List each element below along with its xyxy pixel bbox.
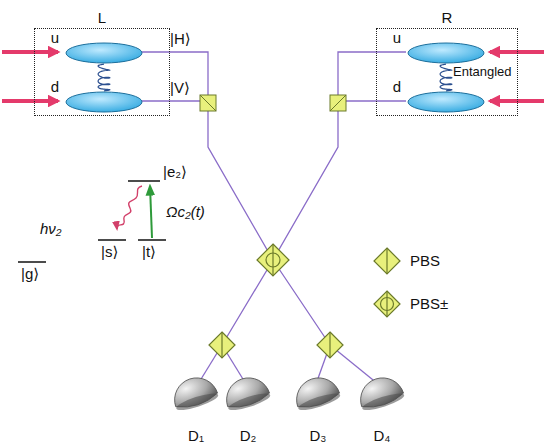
ensemble-shape [65, 91, 143, 113]
ensemble-shape [407, 42, 485, 64]
control-field-label: Ωc₂(t) [166, 203, 205, 220]
mode-label: d [393, 78, 401, 95]
ensemble-shape [65, 42, 143, 64]
atomic-ensemble: u [65, 42, 143, 64]
photon-label: hν₂ [40, 220, 62, 237]
pbs-pm [257, 244, 289, 276]
pbs-diamond [209, 332, 343, 358]
level-label: |s⟩ [101, 243, 118, 260]
detector-label: D₁ [168, 427, 224, 444]
polarization-label: |V⟩ [170, 79, 190, 96]
pbs-cube [200, 95, 346, 111]
mode-label: u [51, 29, 59, 46]
optical-path [142, 52, 406, 384]
detector-dome [168, 372, 224, 418]
legend-text: PBS± [410, 295, 448, 312]
atomic-ensemble: d [407, 91, 485, 113]
detector: D₄ [354, 372, 410, 444]
detector: D₃ [290, 372, 346, 444]
source-box: udL [34, 28, 170, 116]
level-label: |t⟩ [142, 243, 156, 260]
entanglement-coil [98, 64, 110, 91]
legend-entry: PBS± [372, 289, 448, 319]
detector-label: D₄ [354, 427, 410, 444]
legend-sample [372, 289, 402, 319]
mode-label: u [393, 29, 401, 46]
polarization-label: |H⟩ [170, 30, 191, 47]
detector-dome [220, 372, 276, 418]
detector-dome [290, 372, 346, 418]
detector-label: D₃ [290, 427, 346, 444]
detector: D₂ [220, 372, 276, 444]
atomic-ensemble: d [65, 91, 143, 113]
detector: D₁ [168, 372, 224, 444]
detector-label: D₂ [220, 427, 276, 444]
entangled-label: Entangled [453, 65, 512, 80]
legend-text: PBS [410, 252, 440, 269]
atomic-ensemble: u [407, 42, 485, 64]
ensemble-shape [407, 91, 485, 113]
source-name: L [35, 9, 169, 26]
legend-entry: PBS [372, 246, 440, 276]
detector-dome [354, 372, 410, 418]
mode-label: d [51, 78, 59, 95]
source-name: R [377, 9, 517, 26]
level-label: |g⟩ [21, 265, 39, 282]
entanglement-coil [440, 64, 452, 91]
level-label: |e₂⟩ [163, 163, 187, 180]
legend-sample [372, 246, 402, 276]
emission-arrow [117, 186, 142, 229]
energy-level [18, 181, 166, 262]
control-arrow [150, 186, 152, 238]
